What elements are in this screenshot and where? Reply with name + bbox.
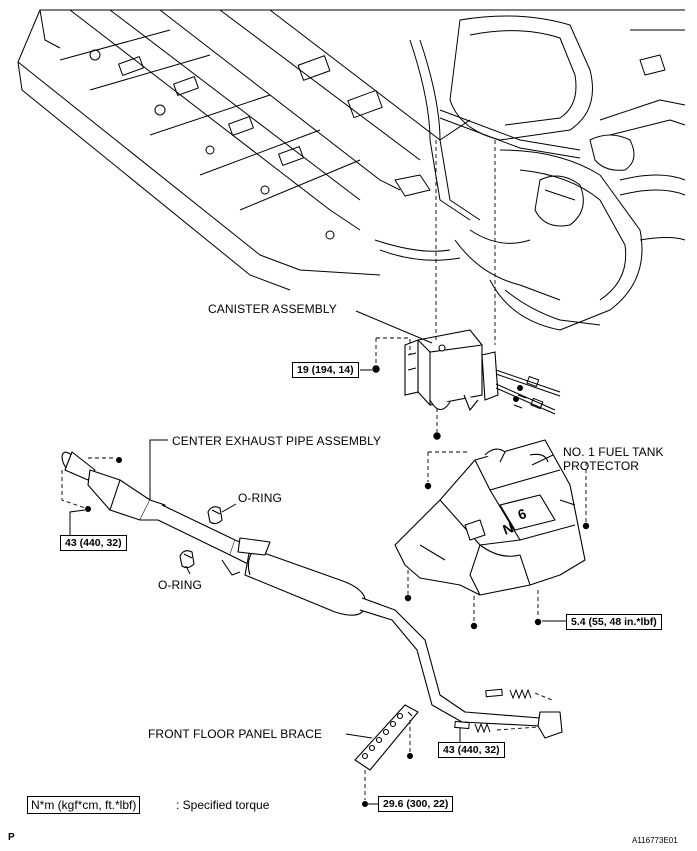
protector-bolts <box>404 482 590 630</box>
o-ring-upper-label: O-RING <box>238 491 282 505</box>
brace-bolts <box>362 753 413 807</box>
torque-brace: 29.6 (300, 22) <box>378 796 454 812</box>
torque-protector: 5.4 (55, 48 in.*lbf) <box>566 614 662 630</box>
o-ring-lower-label: O-RING <box>158 578 202 592</box>
fuel-tank-protector-label-line2: PROTECTOR <box>563 459 640 473</box>
canister-hoses <box>495 369 561 415</box>
brace-leader <box>345 733 373 739</box>
torque-exhaust-front: 43 (440, 32) <box>60 535 127 551</box>
protector-leader <box>531 454 554 466</box>
center-exhaust-leader <box>149 439 168 500</box>
figure-id: A116773E01 <box>632 836 678 845</box>
o-ring-lower-leader <box>185 565 191 575</box>
exhaust-front-guide-lines <box>61 457 115 509</box>
torque-legend-description: : Specified torque <box>176 798 270 812</box>
torque-exhaust-rear: 43 (440, 32) <box>438 742 505 758</box>
center-exhaust-pipe-drawing <box>61 451 563 739</box>
canister-assembly-drawing <box>404 329 499 412</box>
canister-bolts <box>372 365 523 440</box>
torque-canister-bolt: 19 (194, 14) <box>292 362 359 378</box>
rear-guide-lines <box>496 692 553 731</box>
rear-springs-bolts <box>454 688 532 734</box>
torque-unit-legend-box: N*m (kgf*cm, ft.*lbf) <box>27 796 141 814</box>
page-mark: P <box>8 832 15 843</box>
front-floor-panel-brace-label: FRONT FLOOR PANEL BRACE <box>148 727 323 741</box>
o-ring-upper-leader <box>221 503 237 513</box>
fuel-tank-protector-label-line1: NO. 1 FUEL TANK <box>563 445 664 459</box>
front-floor-panel-brace-drawing <box>354 704 419 771</box>
canister-leader <box>355 310 433 344</box>
canister-guide-lines <box>375 140 496 432</box>
o-ring-parts <box>179 506 223 569</box>
protector-guide-lines <box>407 451 587 622</box>
fuel-tank-protector-drawing: N 6 <box>394 439 586 596</box>
center-exhaust-pipe-label: CENTER EXHAUST PIPE ASSEMBLY <box>172 434 382 448</box>
canister-assembly-label: CANISTER ASSEMBLY <box>208 302 337 316</box>
brace-guide-lines <box>364 720 411 800</box>
vehicle-underbody-drawing <box>17 9 686 331</box>
exhaust-front-bolts <box>85 457 122 512</box>
